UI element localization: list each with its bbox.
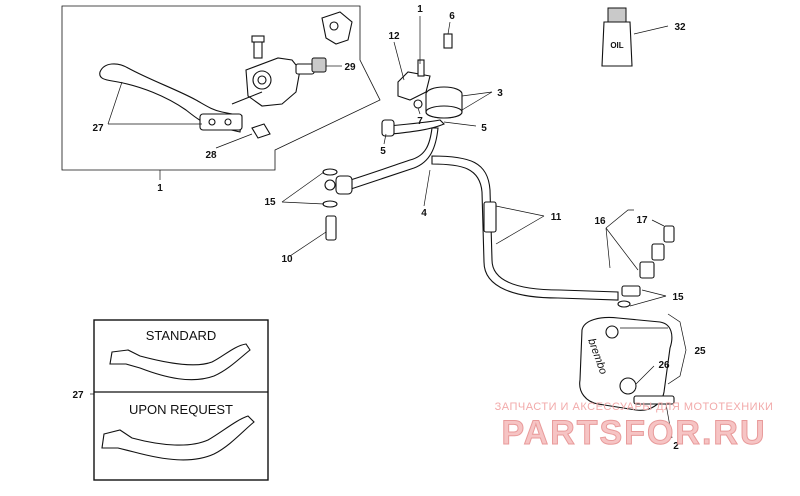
- callout-17: 17: [636, 215, 648, 226]
- callout-1-bottom: 1: [157, 183, 163, 194]
- watermark-tagline: ЗАПЧАСТИ И АКСЕССУАРЫ ДЛЯ МОТОТЕХНИКИ: [495, 401, 774, 413]
- assembly-frame-outline: [61, 5, 381, 171]
- callout-32: 32: [674, 22, 686, 33]
- upon-request-lever-outline: [101, 415, 255, 461]
- leader-lines: [90, 16, 687, 439]
- callout-3: 3: [497, 88, 503, 99]
- watermark-site: PARTSFOR.RU: [501, 414, 766, 452]
- callout-1-top: 1: [417, 4, 423, 15]
- standard-lever-outline: [109, 343, 251, 381]
- callout-10: 10: [281, 254, 293, 265]
- oil-bottle-label: OIL: [610, 41, 623, 50]
- callout-5-right: 5: [481, 123, 487, 134]
- callout-28: 28: [205, 150, 217, 161]
- upon-request-label: UPON REQUEST: [129, 402, 233, 417]
- callout-7: 7: [417, 116, 423, 127]
- callout-15-right: 15: [672, 292, 684, 303]
- watermark: ЗАПЧАСТИ И АКСЕССУАРЫ ДЛЯ МОТОТЕХНИКИ PA…: [495, 401, 774, 453]
- callout-16: 16: [594, 216, 606, 227]
- lever-options-box: [93, 319, 269, 481]
- callout-2: 2: [673, 441, 679, 452]
- standard-label: STANDARD: [146, 328, 217, 343]
- brake-hose-4: [343, 127, 439, 191]
- callout-29: 29: [344, 62, 356, 73]
- callout-5-left: 5: [380, 146, 386, 157]
- callout-27-top: 27: [92, 123, 104, 134]
- callout-4: 4: [421, 208, 427, 219]
- clip-28: [251, 123, 271, 139]
- reservoir-bracket-12: [397, 71, 431, 101]
- callout-27-box: 27: [72, 390, 84, 401]
- reservoir-hose: [387, 119, 445, 135]
- callout-11: 11: [551, 212, 562, 223]
- callout-26: 26: [658, 360, 670, 371]
- master-cylinder-body: [245, 57, 301, 107]
- callout-numbers: 1 6 12 29 3 7 5 5 27 28 1 15 4 10 11 16 …: [72, 4, 706, 452]
- callout-12: 12: [388, 31, 400, 42]
- lever-adjuster: [199, 113, 243, 131]
- callout-25: 25: [694, 346, 706, 357]
- callout-15-left: 15: [264, 197, 276, 208]
- banjo-bolt-10: [325, 215, 337, 241]
- callout-6: 6: [449, 11, 455, 22]
- banjo-bolt-29: [311, 57, 327, 73]
- brake-caliper: [579, 316, 673, 411]
- brake-line-11: [431, 155, 619, 301]
